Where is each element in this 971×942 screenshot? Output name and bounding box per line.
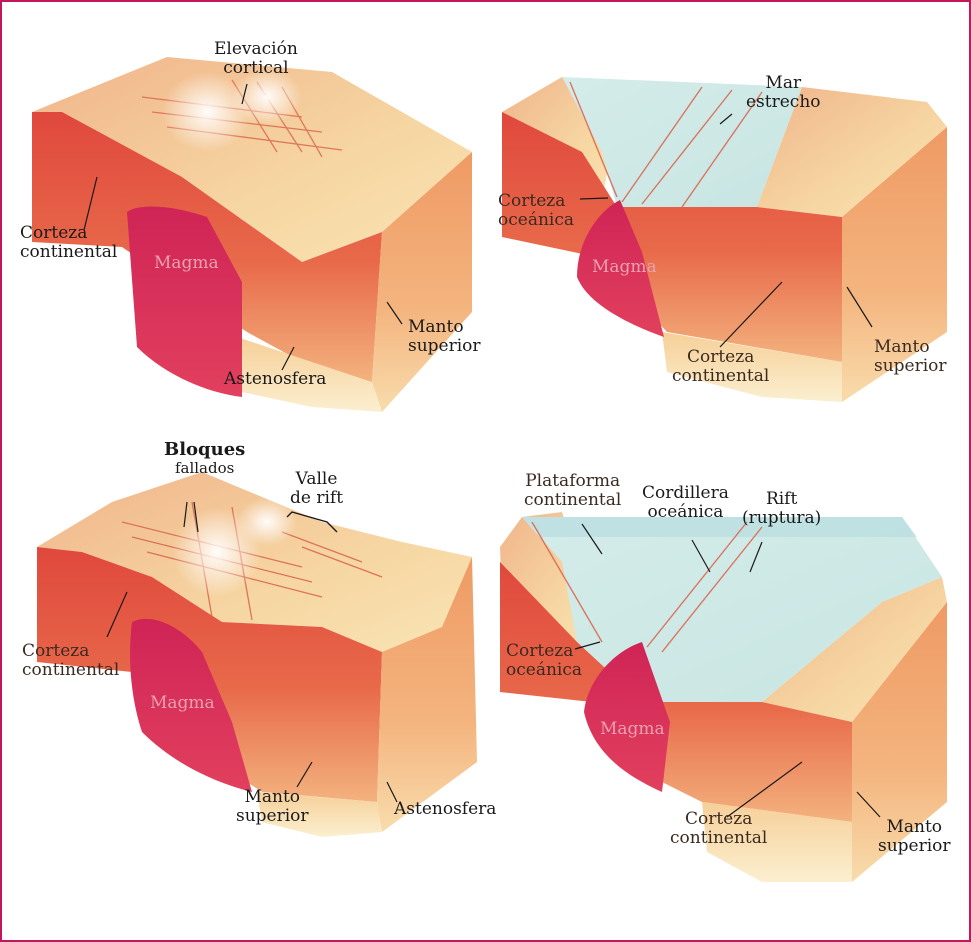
p3-label-valle-line2: de rift — [290, 489, 343, 508]
p3-label-bloques: Bloques fallados — [164, 440, 245, 478]
p3-label-bloques-line2: fallados — [164, 459, 245, 478]
p4-label-magma: Magma — [600, 720, 665, 739]
p3-label-valle: Valle de rift — [290, 470, 343, 508]
p2-label-corteza-oceanica-line1: Corteza — [498, 192, 574, 211]
p3-label-corteza-line2: continental — [22, 661, 119, 680]
p1-label-corteza-line2: continental — [20, 243, 117, 262]
p4-label-plataforma: Plataforma continental — [524, 472, 621, 510]
p2-label-manto-line2: superior — [874, 357, 947, 376]
p1-label-astenosfera: Astenosfera — [224, 370, 326, 389]
p3-label-manto-line2: superior — [236, 807, 309, 826]
p4-label-manto-line1: Manto — [878, 818, 951, 837]
p2-label-corteza-oceanica: Corteza oceánica — [498, 192, 574, 230]
p3-label-bloques-line1: Bloques — [164, 440, 245, 459]
p4-label-manto-line2: superior — [878, 837, 951, 856]
p4-label-plataforma-line2: continental — [524, 491, 621, 510]
p4-label-cordillera-line1: Cordillera — [642, 484, 729, 503]
p4-label-plataforma-line1: Plataforma — [524, 472, 621, 491]
p3-label-corteza: Corteza continental — [22, 642, 119, 680]
p2-label-mar-line1: Mar — [746, 74, 821, 93]
p4-label-corteza-oceanica-line2: oceánica — [506, 661, 582, 680]
p4-label-corteza-continental-line2: continental — [670, 829, 767, 848]
p2-label-corteza-continental-line1: Corteza — [672, 348, 769, 367]
p2-label-corteza-continental: Corteza continental — [672, 348, 769, 386]
p1-label-magma: Magma — [154, 254, 219, 273]
p4-label-cordillera: Cordillera oceánica — [642, 484, 729, 522]
p3-label-manto-line1: Manto — [236, 788, 309, 807]
p1-label-corteza: Corteza continental — [20, 224, 117, 262]
p1-label-elevacion: Elevación cortical — [214, 40, 298, 78]
p3-label-corteza-line1: Corteza — [22, 642, 119, 661]
p4-label-cordillera-line2: oceánica — [642, 503, 729, 522]
p3-label-valle-line1: Valle — [290, 470, 343, 489]
p4-label-manto: Manto superior — [878, 818, 951, 856]
p2-label-magma: Magma — [592, 258, 657, 277]
p1-label-corteza-line1: Corteza — [20, 224, 117, 243]
p1-label-manto-line1: Manto — [408, 318, 481, 337]
p3-label-manto: Manto superior — [236, 788, 309, 826]
p1-label-elevacion-line2: cortical — [214, 59, 298, 78]
p2-label-manto-line1: Manto — [874, 338, 947, 357]
p4-label-corteza-continental-line1: Corteza — [670, 810, 767, 829]
p4-label-rift: Rift (ruptura) — [742, 490, 821, 528]
p3-label-astenosfera: Astenosfera — [394, 800, 496, 819]
p4-label-corteza-oceanica: Corteza oceánica — [506, 642, 582, 680]
p4-label-corteza-oceanica-line1: Corteza — [506, 642, 582, 661]
p2-label-corteza-oceanica-line2: oceánica — [498, 211, 574, 230]
p2-label-manto: Manto superior — [874, 338, 947, 376]
p4-label-rift-line2: (ruptura) — [742, 509, 821, 528]
p1-label-manto: Manto superior — [408, 318, 481, 356]
p1-label-manto-line2: superior — [408, 337, 481, 356]
p2-label-mar-line2: estrecho — [746, 93, 821, 112]
p1-label-elevacion-line1: Elevación — [214, 40, 298, 59]
p2-label-corteza-continental-line2: continental — [672, 367, 769, 386]
p4-label-corteza-continental: Corteza continental — [670, 810, 767, 848]
p3-label-magma: Magma — [150, 694, 215, 713]
p4-label-rift-line1: Rift — [742, 490, 821, 509]
p2-label-mar: Mar estrecho — [746, 74, 821, 112]
